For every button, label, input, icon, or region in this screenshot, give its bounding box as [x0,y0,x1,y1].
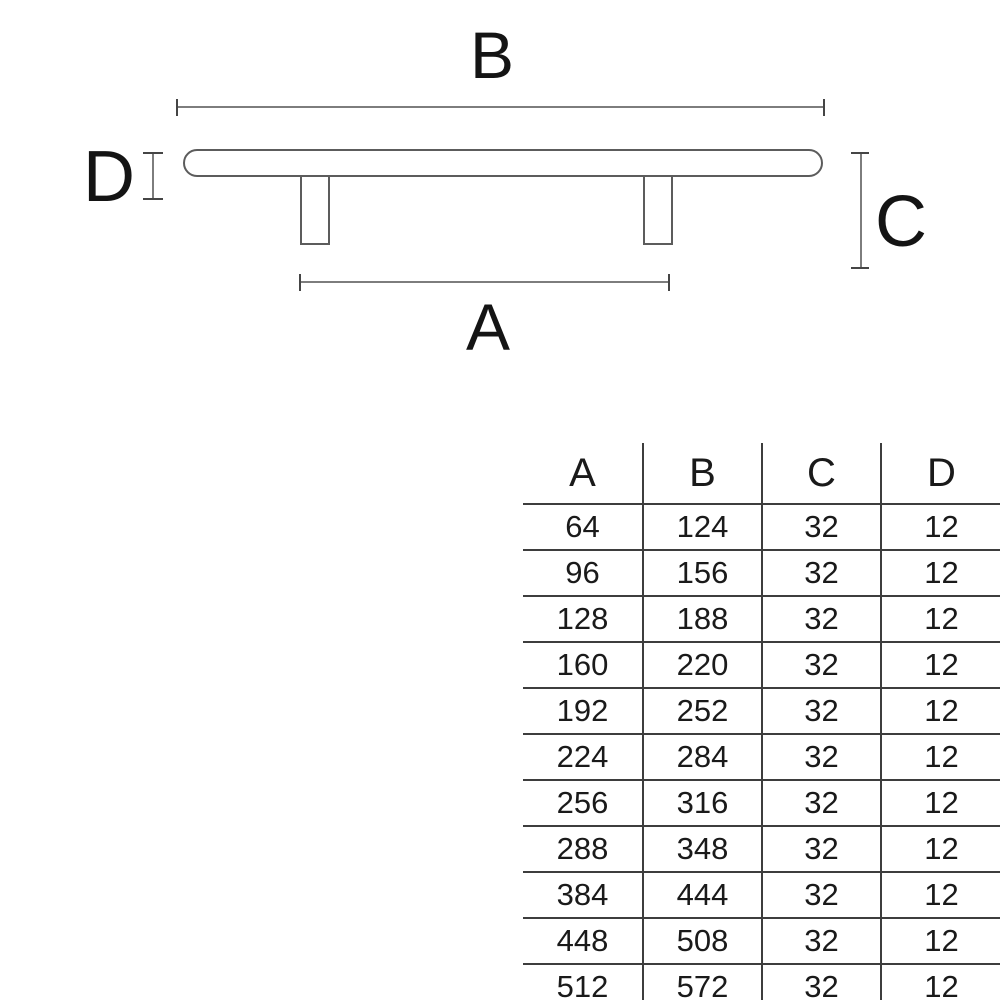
dim-label-c: C [875,182,927,262]
table-cell: 12 [880,687,1000,734]
table-cell: 32 [761,963,881,1000]
table-cell: 252 [642,687,762,734]
table-header-a: A [523,443,643,505]
table-cell: 288 [523,825,643,872]
dim-label-d: D [83,137,135,217]
dim-tick-c-bottom [851,267,869,269]
table-row: 64 124 32 12 [523,504,1000,550]
table-cell: 256 [523,779,643,826]
table-cell: 12 [880,504,1000,550]
table-header-row: A B C D [523,443,1000,505]
table-cell: 32 [761,595,881,642]
table-cell: 220 [642,641,762,688]
table-cell: 512 [523,963,643,1000]
table-cell: 12 [880,871,1000,918]
table-cell: 12 [880,549,1000,596]
table-cell: 572 [642,963,762,1000]
table-cell: 508 [642,917,762,964]
dim-line-b [177,106,825,108]
table-cell: 316 [642,779,762,826]
handle-leg-left [300,175,330,245]
dim-tick-a-right [668,274,670,291]
table-cell: 32 [761,825,881,872]
table-cell: 12 [880,825,1000,872]
dim-tick-d-top [143,152,163,154]
table-cell: 12 [880,733,1000,780]
table-cell: 128 [523,595,643,642]
dim-tick-b-right [823,99,825,116]
dim-line-d [152,153,154,200]
table-row: 224 284 32 12 [523,733,1000,780]
table-cell: 32 [761,549,881,596]
table-cell: 224 [523,733,643,780]
dim-label-a: A [465,290,511,364]
table-cell: 32 [761,733,881,780]
table-cell: 444 [642,871,762,918]
table-cell: 12 [880,641,1000,688]
table-cell: 32 [761,779,881,826]
dim-line-c [860,153,862,269]
table-cell: 124 [642,504,762,550]
table-cell: 284 [642,733,762,780]
table-row: 256 316 32 12 [523,779,1000,826]
table-cell: 32 [761,917,881,964]
table-row: 128 188 32 12 [523,595,1000,642]
dim-tick-a-left [299,274,301,291]
table-header-b: B [642,443,762,505]
table-cell: 96 [523,549,643,596]
table-cell: 32 [761,871,881,918]
table-header-c: C [761,443,881,505]
table-cell: 64 [565,509,600,544]
dim-tick-d-bottom [143,198,163,200]
table-cell: 156 [642,549,762,596]
dim-tick-b-left [176,99,178,116]
table-cell: 32 [761,504,881,550]
dim-line-a [300,281,670,283]
handle-bar [183,149,823,177]
table-cell: 12 [880,779,1000,826]
table-row: 448 508 32 12 [523,917,1000,964]
table-cell: 188 [642,595,762,642]
table-cell: 448 [523,917,643,964]
table-cell: 192 [523,687,643,734]
table-cell: 12 [880,917,1000,964]
dim-label-b: B [469,18,515,92]
dim-tick-c-top [851,152,869,154]
table-cell: 12 [880,963,1000,1000]
table-header-d: D [880,443,1000,505]
table-row: 512 572 32 12 [523,963,1000,1000]
table-cell: 12 [880,595,1000,642]
table-row: 160 220 32 12 [523,641,1000,688]
table-cell: 32 [761,687,881,734]
table-cell: 384 [523,871,643,918]
table-row: 192 252 32 12 [523,687,1000,734]
table-row: 384 444 32 12 [523,871,1000,918]
table-row: 96 156 32 12 [523,549,1000,596]
dimensions-table: A B C D 64 124 32 12 96 156 32 12 128 18… [523,443,1000,1000]
table-cell: 32 [761,641,881,688]
handle-leg-right [643,175,673,245]
table-cell: 160 [523,641,643,688]
table-row: 288 348 32 12 [523,825,1000,872]
table-cell: 348 [642,825,762,872]
